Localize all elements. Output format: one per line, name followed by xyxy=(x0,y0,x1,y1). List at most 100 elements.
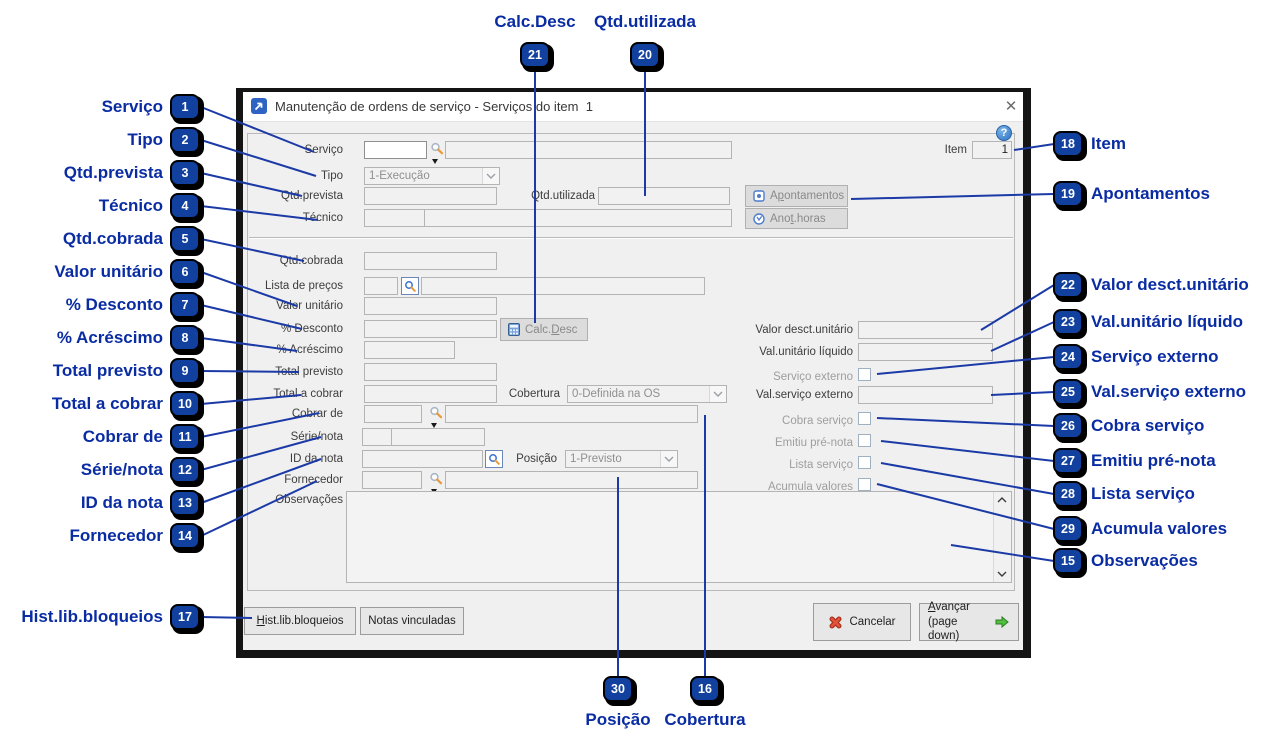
dropdown-icon xyxy=(660,451,677,467)
cobertura-dropdown[interactable]: 0-Definida na OS xyxy=(567,385,727,403)
nota-field[interactable] xyxy=(391,428,485,446)
lookup-icon[interactable] xyxy=(429,472,443,486)
hist-lib-bloqueios-button[interactable]: Hist.lib.bloqueios xyxy=(244,607,356,635)
tecnico-code-field[interactable] xyxy=(364,209,425,227)
callout-badge: 16 xyxy=(690,676,720,702)
callout-badge: 7 xyxy=(170,292,200,318)
val-unitario-liquido-label: Val.unitário líquido xyxy=(759,346,853,358)
tipo-dropdown[interactable]: 1-Execução xyxy=(364,167,500,185)
id-da-nota-label: ID da nota xyxy=(289,453,343,465)
observacoes-textarea[interactable] xyxy=(346,491,1012,583)
valor-desct-unitario-field xyxy=(858,321,993,339)
chevron-down-icon[interactable] xyxy=(431,423,437,428)
serie-nota-label: Série/nota xyxy=(290,431,343,443)
apontamentos-button[interactable]: Apontamentos xyxy=(745,185,848,207)
callout-badge: 26 xyxy=(1053,413,1083,439)
callout-badge: 28 xyxy=(1053,481,1083,507)
scrollbar[interactable] xyxy=(993,492,1011,582)
servico-externo-checkbox[interactable] xyxy=(858,368,871,381)
item-label: Item xyxy=(944,144,967,156)
tecnico-label: Técnico xyxy=(302,212,343,224)
emitiu-pre-nota-label: Emitiu pré-nota xyxy=(775,437,853,449)
servico-label: Serviço xyxy=(304,144,343,156)
qtd-prevista-field[interactable] xyxy=(364,187,497,205)
lista-servico-checkbox[interactable] xyxy=(858,456,871,469)
callout-badge: 1 xyxy=(170,94,200,120)
cobra-servico-label: Cobra serviço xyxy=(782,415,853,427)
valor-desct-unitario-label: Valor desct.unitário xyxy=(755,324,853,336)
serie-field[interactable] xyxy=(362,428,392,446)
callout-badge: 2 xyxy=(170,127,200,153)
callout-badge: 18 xyxy=(1053,131,1083,157)
zoom-button-icon[interactable] xyxy=(485,450,503,468)
emitiu-pre-nota-checkbox[interactable] xyxy=(858,434,871,447)
app-icon xyxy=(251,98,267,114)
callout-cobertura: 16 Cobertura xyxy=(635,676,775,730)
servico-input[interactable] xyxy=(364,141,427,159)
total-a-cobrar-field xyxy=(364,385,497,403)
posicao-label: Posição xyxy=(516,453,557,465)
apontamentos-icon xyxy=(753,190,765,202)
cancelar-button[interactable]: Cancelar xyxy=(813,603,911,641)
lookup-icon[interactable] xyxy=(429,406,443,420)
callout-badge: 4 xyxy=(170,193,200,219)
close-icon[interactable]: ✕ xyxy=(1004,98,1018,115)
valor-unitario-field[interactable] xyxy=(364,297,497,315)
notas-vinculadas-button[interactable]: Notas vinculadas xyxy=(360,607,464,635)
anot-horas-button[interactable]: Anot.horas xyxy=(745,208,848,229)
dialog-window: Manutenção de ordens de serviço - Serviç… xyxy=(236,88,1031,658)
fornecedor-code-field[interactable] xyxy=(362,471,422,489)
cobra-servico-checkbox[interactable] xyxy=(858,412,871,425)
posicao-dropdown[interactable]: 1-Previsto xyxy=(565,450,678,468)
advance-icon xyxy=(994,614,1010,630)
total-previsto-field xyxy=(364,363,497,381)
lista-precos-code-field[interactable] xyxy=(364,277,398,295)
window-title: Manutenção de ordens de serviço - Serviç… xyxy=(275,99,593,114)
tipo-label: Tipo xyxy=(321,170,343,182)
chevron-down-icon[interactable] xyxy=(432,159,438,164)
callout-badge: 14 xyxy=(170,523,200,549)
total-previsto-label: Total previsto xyxy=(275,366,343,378)
pct-acrescimo-label: % Acréscimo xyxy=(276,344,343,356)
val-servico-externo-label: Val.serviço externo xyxy=(756,389,853,401)
scroll-down-icon[interactable] xyxy=(994,566,1010,582)
calc-desc-button[interactable]: Calc.Desc xyxy=(500,318,588,341)
cobrar-de-code-field[interactable] xyxy=(364,405,422,423)
callout-badge: 27 xyxy=(1053,448,1083,474)
scroll-up-icon[interactable] xyxy=(994,492,1010,508)
pct-acrescimo-field[interactable] xyxy=(364,341,455,359)
callout-badge: 13 xyxy=(170,490,200,516)
help-icon[interactable]: ? xyxy=(996,125,1012,141)
callout-badge: 8 xyxy=(170,325,200,351)
avancar-button[interactable]: Avançar (page down) xyxy=(919,601,1019,642)
callout-badge: 10 xyxy=(170,391,200,417)
pct-desconto-field[interactable] xyxy=(364,320,497,338)
callout-badge: 5 xyxy=(170,226,200,252)
acumula-valores-checkbox[interactable] xyxy=(858,478,871,491)
anot-horas-icon xyxy=(753,212,765,225)
lookup-icon[interactable] xyxy=(430,142,444,156)
callout-badge: 20 xyxy=(630,42,660,68)
cobrar-de-desc-field xyxy=(445,405,698,423)
zoom-button-icon[interactable] xyxy=(401,277,419,295)
id-da-nota-field[interactable] xyxy=(362,450,483,468)
qtd-cobrada-field[interactable] xyxy=(364,252,497,270)
